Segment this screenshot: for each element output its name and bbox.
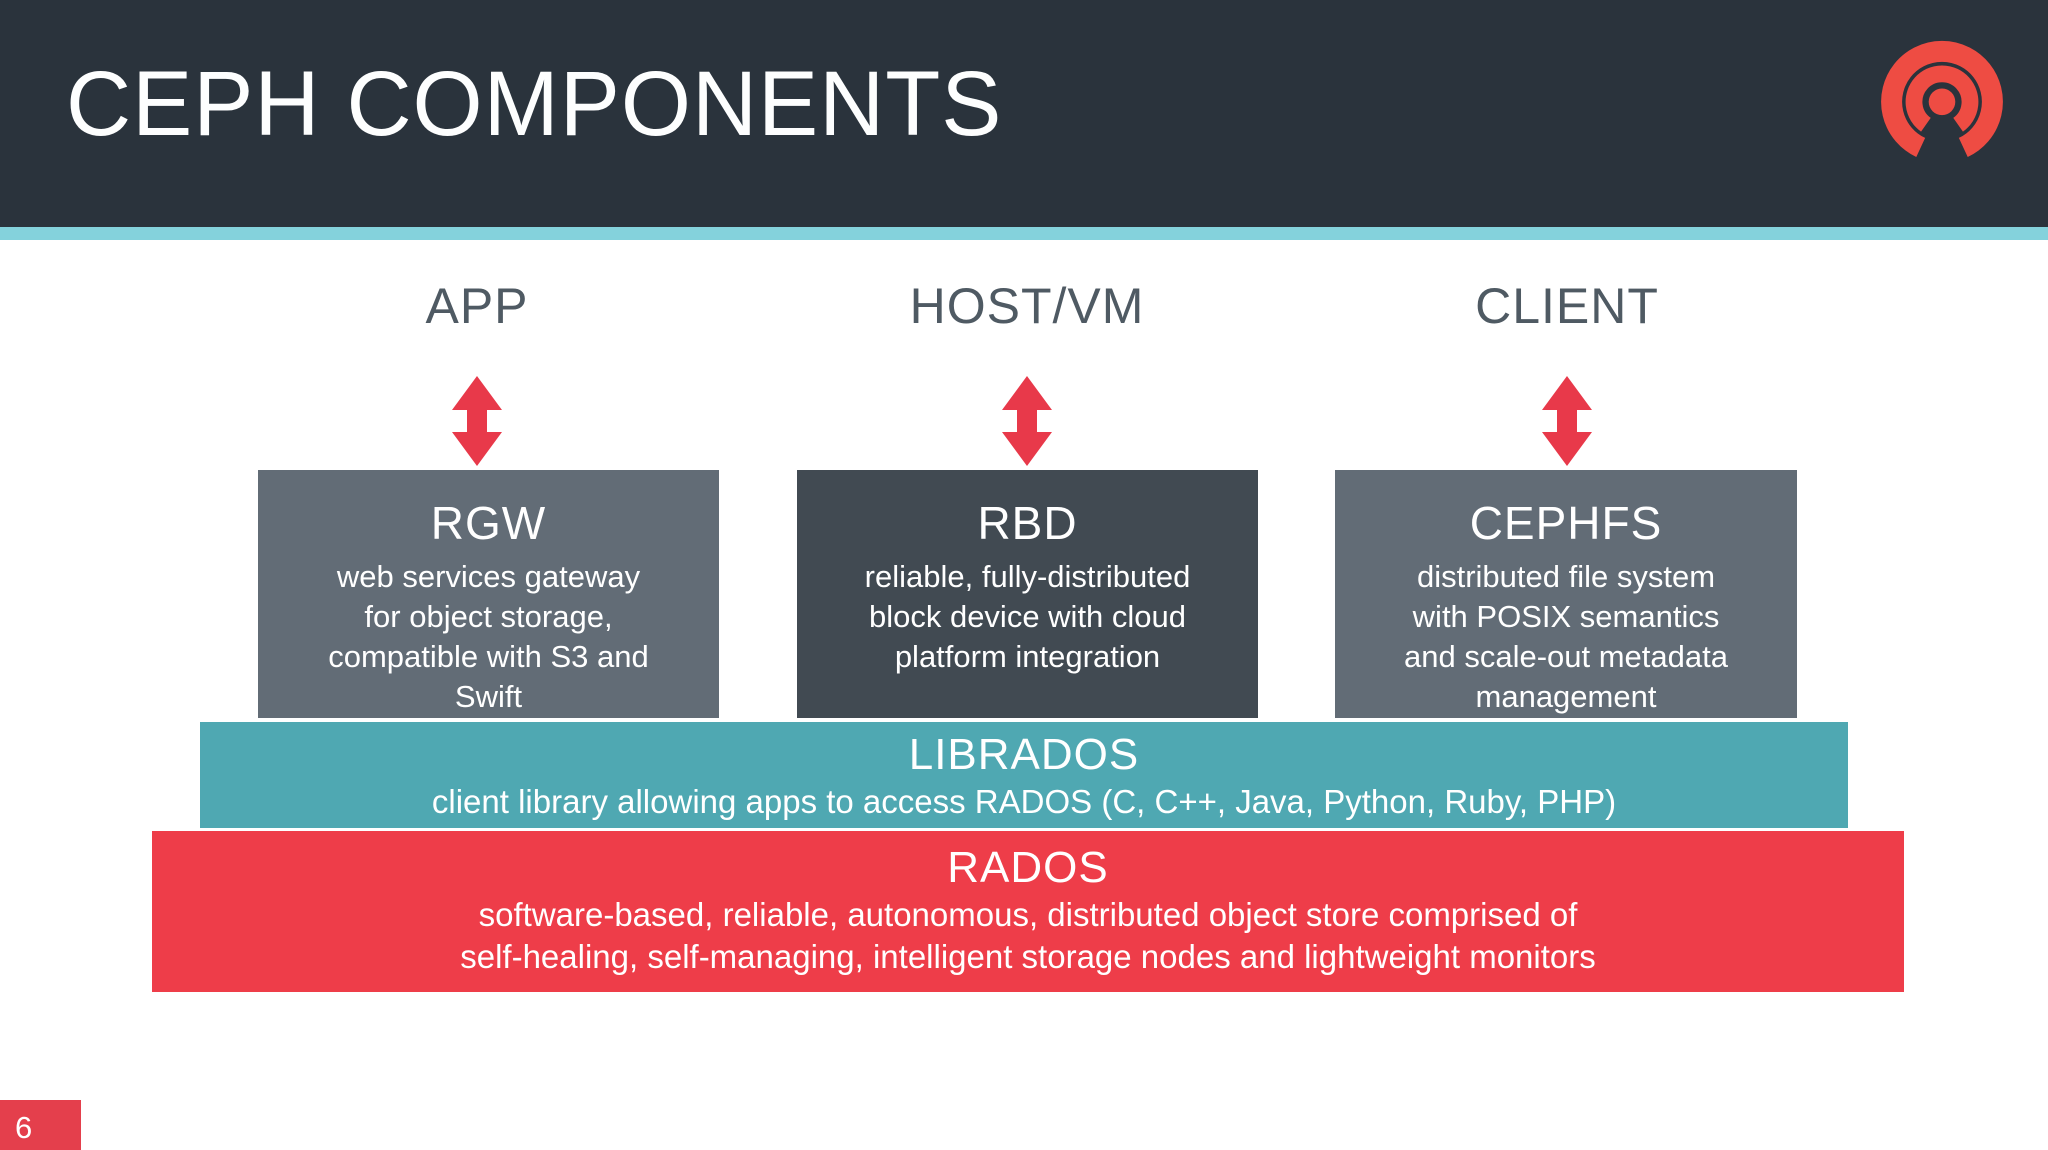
page-number-badge: 6 xyxy=(0,1100,81,1150)
component-box-rgw: RGW web services gateway for object stor… xyxy=(258,470,719,718)
accent-divider xyxy=(0,227,2048,240)
librados-title: LIBRADOS xyxy=(908,730,1140,779)
rados-description: software-based, reliable, autonomous, di… xyxy=(460,895,1596,975)
librados-description: client library allowing apps to access R… xyxy=(431,782,1617,820)
double-arrow-icon xyxy=(1542,376,1592,466)
slide-header: CEPH COMPONENTS xyxy=(0,0,2048,227)
component-title-rgw: RGW xyxy=(430,497,547,549)
component-title-cephfs: CEPHFS xyxy=(1469,497,1663,549)
layer-librados: LIBRADOS client library allowing apps to… xyxy=(200,722,1848,828)
ceph-logo-icon xyxy=(1881,40,2003,157)
component-box-rbd: RBD reliable, fully-distributed block de… xyxy=(797,470,1258,718)
column-label-client: CLIENT xyxy=(1475,278,1659,334)
column-label-app: APP xyxy=(425,278,529,334)
component-description-cephfs: distributed file system with POSIX seman… xyxy=(1404,558,1728,714)
double-arrow-icon xyxy=(452,376,502,466)
rados-title: RADOS xyxy=(947,843,1109,892)
page-number: 6 xyxy=(15,1110,33,1145)
slide-title: CEPH COMPONENTS xyxy=(66,53,1003,155)
component-description-rgw: web services gateway for object storage,… xyxy=(328,558,649,714)
component-box-cephfs: CEPHFS distributed file system with POSI… xyxy=(1335,470,1797,718)
layer-rados: RADOS software-based, reliable, autonomo… xyxy=(152,831,1904,992)
component-description-rbd: reliable, fully-distributed block device… xyxy=(864,558,1191,674)
column-label-host-vm: HOST/VM xyxy=(909,278,1145,334)
component-title-rbd: RBD xyxy=(977,497,1078,549)
double-arrow-icon xyxy=(1002,376,1052,466)
